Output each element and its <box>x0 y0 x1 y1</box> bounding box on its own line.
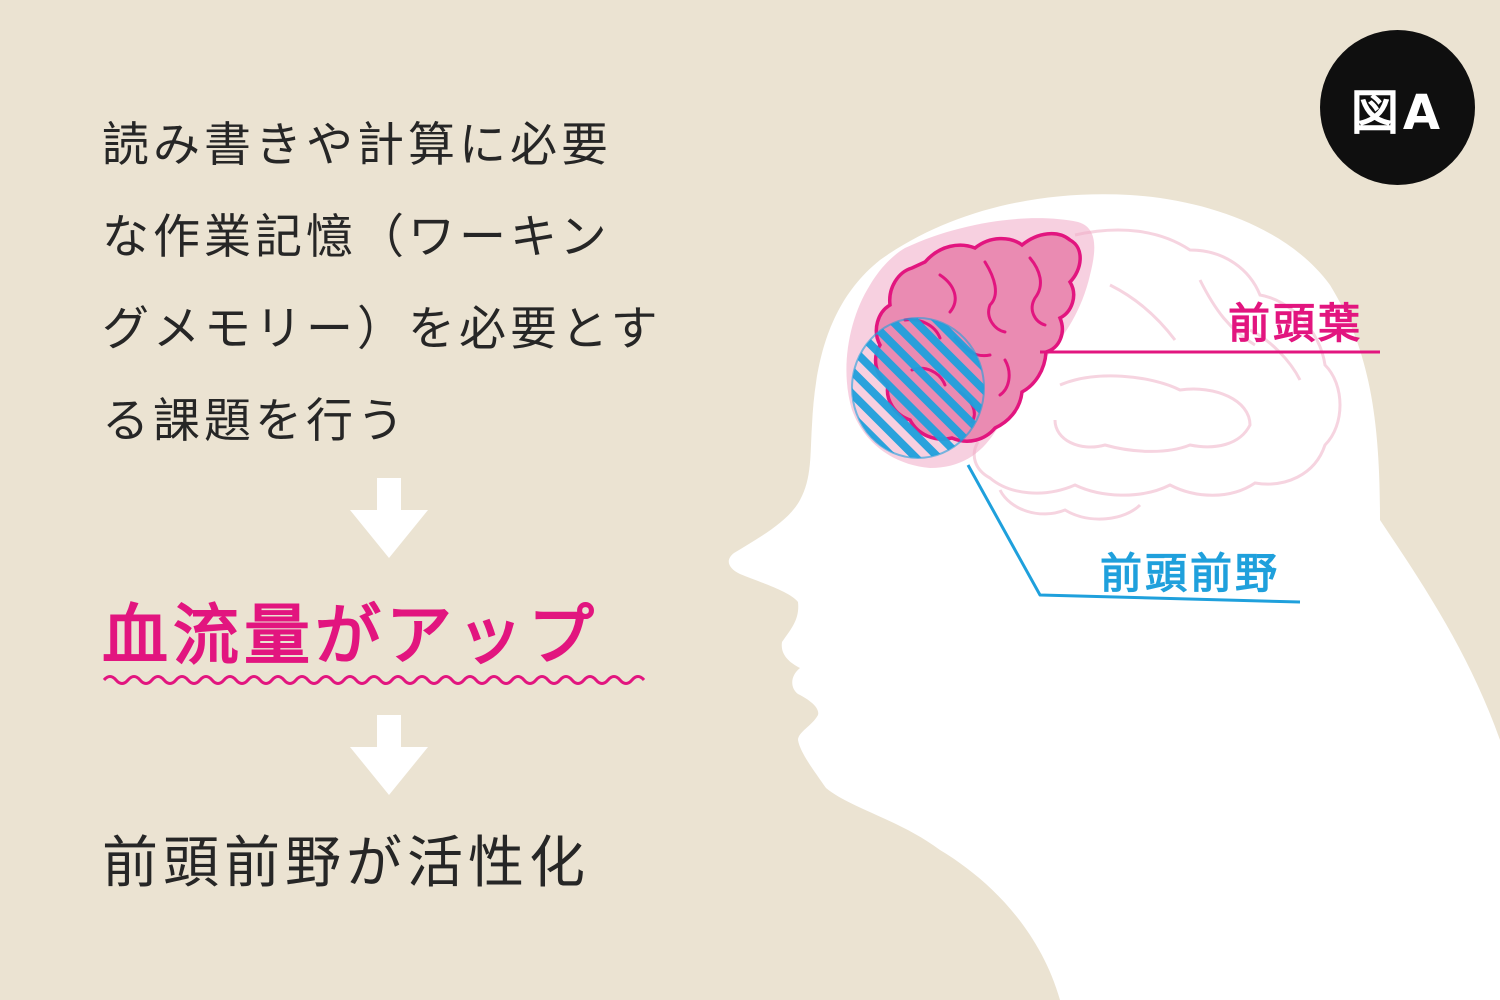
prefrontal-cortex-label: 前頭前野 <box>1100 549 1281 598</box>
wavy-underline <box>102 675 646 685</box>
intro-line: る課題を行う <box>102 394 408 449</box>
brain-outline <box>972 228 1342 521</box>
intro-line: 読み書きや計算に必要 <box>102 118 612 173</box>
prefrontal-leader-line <box>966 464 1301 604</box>
prefrontal-outline <box>851 317 985 459</box>
intro-line: な作業記憶（ワーキン <box>102 210 611 265</box>
down-arrow-icon <box>350 715 428 795</box>
down-arrow-icon <box>350 478 428 558</box>
prefrontal-hatch <box>852 318 984 458</box>
intro-line: グメモリー）を必要とす <box>102 302 662 357</box>
blood-flow-highlight: 血流量がアップ <box>102 597 599 674</box>
frontal-lobe-label: 前頭葉 <box>1228 299 1364 348</box>
intro-text: 読み書きや計算に必要 な作業記憶（ワーキン グメモリー）を必要とす る課題を行う <box>102 100 662 468</box>
figure-badge: 図A <box>1320 30 1475 185</box>
result-text: 前頭前野が活性化 <box>102 831 590 896</box>
